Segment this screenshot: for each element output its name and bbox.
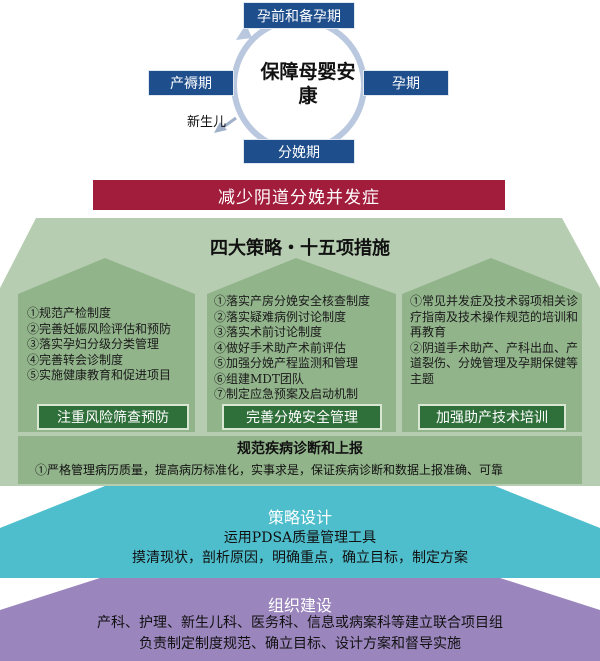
cycle-arrowhead bbox=[236, 24, 252, 40]
organization-title: 组织建设 bbox=[267, 596, 332, 615]
strategy-title: 策略设计 bbox=[267, 508, 332, 527]
pillar-1-shape bbox=[18, 258, 195, 432]
stage-pregnancy: 孕期 bbox=[363, 70, 449, 96]
stage-prepregnancy: 孕前和备孕期 bbox=[243, 2, 355, 29]
pillar-2-button: 完善分娩安全管理 bbox=[222, 404, 382, 430]
strategy-tier-shape bbox=[0, 486, 600, 578]
organization-line-1: 产科、护理、新生儿科、医务科、信息或病案科等建立联合项目组 bbox=[97, 615, 503, 631]
pillar-1-button: 注重风险筛查预防 bbox=[37, 404, 189, 430]
pillar-3-shape bbox=[402, 258, 582, 432]
base-title: 规范疾病诊断和上报 bbox=[237, 441, 363, 457]
strategy-line-2: 摸清现状，剖析原因，明确重点，确立目标，制定方案 bbox=[132, 550, 468, 566]
cycle-center-text: 保障母婴安康 bbox=[260, 61, 356, 107]
pillar-1-measures: ①规范产检制度 ②完善妊娠风险评估和预防 ③落实孕妇分级分类管理 ④完善转会诊制… bbox=[27, 306, 172, 382]
stage-puerperium: 产褥期 bbox=[148, 70, 234, 96]
pillar-3-measures: ①常见并发症及技术弱项相关诊疗指南及技术操作规范的培训和再教育 ②阴道手术助产、… bbox=[410, 294, 579, 386]
house-base bbox=[18, 436, 582, 484]
strategy-line-1: 运用PDSA质量管理工具 bbox=[223, 530, 377, 546]
pillar-2-measures: ①落实产房分娩安全核查制度 ②落实疑难病例讨论制度 ③落实术前讨论制度 ④做好手… bbox=[214, 294, 371, 401]
stage-delivery: 分娩期 bbox=[243, 139, 355, 164]
newborn-arrow bbox=[221, 116, 237, 130]
pillar-3-button: 加强助产技术培训 bbox=[418, 404, 566, 430]
house-title: 四大策略・十五项措施 bbox=[210, 238, 390, 259]
organization-line-2: 负责制定制度规范、确立目标、设计方案和督导实施 bbox=[139, 636, 461, 652]
organization-tier-shape bbox=[0, 578, 600, 661]
newborn-label: 新生儿 bbox=[187, 115, 227, 130]
base-text: ①严格管理病历质量，提高病历标准化，实事求是，保证疾病诊断和数据上报准确、可靠 bbox=[35, 463, 504, 477]
goal-banner: 减少阴道分娩并发症 bbox=[93, 180, 505, 210]
pillar-2-shape bbox=[207, 258, 396, 432]
